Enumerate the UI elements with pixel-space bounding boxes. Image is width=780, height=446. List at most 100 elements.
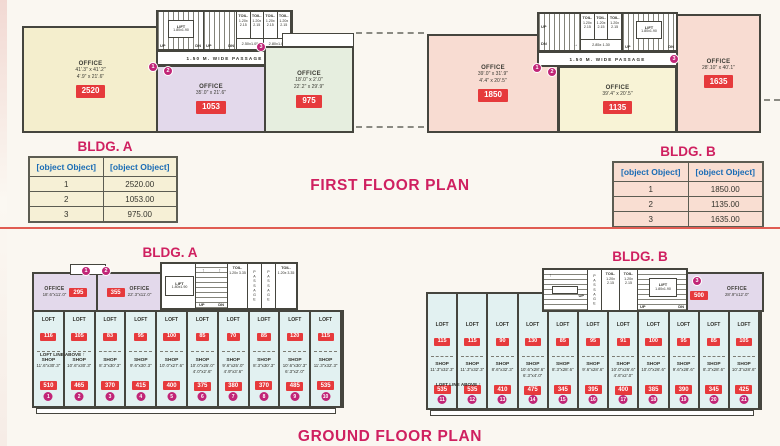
shop-group: SHOP 8'.6"x32'.3" 410	[488, 362, 516, 396]
area-badge: 1053	[196, 100, 226, 114]
table-header-cell: [object Object]	[102, 156, 178, 177]
loft-group: LOFT 85	[250, 317, 279, 342]
shop-area-badge: 425	[735, 385, 753, 395]
loft-area-badge: 100	[163, 332, 180, 341]
room-label: OFFICE	[297, 71, 321, 78]
loft-line	[581, 356, 605, 357]
room-dim: 28'.10" x 40'.1"	[702, 64, 735, 71]
up-label: UP	[640, 304, 646, 309]
first-floor-plan-title: FIRST FLOOR PLAN	[310, 177, 470, 194]
loft-area-badge: 116	[40, 332, 57, 341]
shop-area-badge: 400	[163, 381, 181, 391]
up-label: UP	[198, 302, 205, 307]
property-dash-top	[356, 32, 424, 34]
ffb-office-2: OFFICE 39'.4" x 20'.5" 1135	[558, 66, 677, 133]
loft-area-badge: 95	[677, 337, 691, 346]
room-dim: 22'.3"x11'.0"	[127, 292, 152, 298]
loft-line	[37, 351, 60, 352]
shop-label: SHOP	[103, 358, 117, 363]
loft-label: LOFT	[435, 322, 449, 328]
loft-area-badge: 70	[226, 332, 240, 341]
shop-dim: 6'.3"x2'.0"	[285, 368, 305, 374]
loft-line	[521, 356, 544, 357]
shop-dim: 4'.0"x2'.6"	[192, 368, 212, 374]
loft-label: LOFT	[677, 322, 691, 328]
loft-label: LOFT	[646, 322, 660, 328]
toilet-size: 1.20x 2.15	[582, 20, 592, 29]
bldg-b-sale-table: [object Object][object Object] 1 1850.00…	[612, 161, 764, 228]
ground-floor-plan-title: GROUND FLOOR PLAN	[297, 428, 483, 445]
shop-dim	[670, 373, 698, 378]
loft-group: LOFT 85	[188, 317, 217, 342]
shop-unit: LOFT 100 SHOP 10'.0"x26'.6" 385 18	[639, 294, 670, 408]
shop-unit: LOFT 105 SHOP 10'.3"x28'.6" 425 21	[729, 294, 761, 408]
shop-dim	[428, 373, 456, 378]
shop-dim: 8'.3"x30'.3"	[99, 363, 121, 368]
area-badge: 1850	[478, 88, 508, 102]
loft-area-badge: 83	[103, 332, 117, 341]
area-badge: 975	[296, 94, 322, 108]
shop-dim	[639, 373, 667, 378]
loft-group: LOFT 105	[65, 317, 94, 342]
shop-label: SHOP	[195, 358, 210, 363]
up-arrow-icon: ↑	[478, 382, 481, 388]
loft-label: LOFT	[226, 317, 240, 323]
shop-dim: 9'.6"x28'.6"	[672, 367, 695, 372]
lift-label: LIFT	[644, 24, 654, 30]
shop-dim: 10'.0"x26'.6"	[641, 367, 666, 372]
sale-area-cell: 1135.00	[687, 196, 764, 212]
loft-group: LOFT 115	[311, 317, 340, 342]
shop-label: SHOP	[616, 362, 631, 367]
table-header-cell: [object Object]	[687, 161, 764, 182]
office-no-cell: 1	[612, 181, 689, 197]
shop-unit: LOFT 95 SHOP 9'.6"x28'.6" 390 19	[669, 294, 700, 408]
shop-number: 18	[648, 395, 658, 404]
shop-number: 14	[528, 395, 538, 404]
shop-number: 20	[709, 395, 719, 404]
loft-group: LOFT 95	[579, 322, 607, 347]
loft-group: LOFT 95	[126, 317, 155, 342]
gfb-passage-vertical: PASSAGE	[588, 270, 602, 310]
shop-label: SHOP	[226, 358, 240, 363]
shop-unit: LOFT 105 SHOP 10'.6"x30'.3" 465 2	[64, 312, 96, 406]
shop-label: SHOP	[287, 358, 302, 363]
shop-unit: LOFT 95 SHOP 9'.6"x30'.3" 415 4	[126, 312, 158, 406]
gfb-core: UP ↑ PASSAGE TOIL. 1.20x 2.15 TOIL. 1.20…	[542, 268, 688, 312]
toilet-size: 1.20x 2.15	[610, 20, 620, 29]
shop-number: 21	[739, 395, 749, 404]
office-marker-3: 3	[692, 276, 702, 286]
shop-group: SHOP 8'.3"x30'.3" 370	[250, 358, 279, 392]
gfa-core: LIFT 1.80x1.90 UP DN ↑ ↑ TOIL. 1.20x 3.3…	[160, 262, 298, 310]
room-label: OFFICE	[129, 286, 150, 293]
shop-area-badge: 400	[614, 385, 632, 395]
shop-group: SHOP 11'.3"x32'.3" 535	[311, 358, 340, 392]
area-badge: 1135	[602, 101, 633, 115]
shop-dim	[157, 369, 186, 374]
shop-dim	[549, 373, 577, 378]
shop-number: 8	[259, 392, 269, 401]
gfb-stair-lift: LIFT 1.80x1.90 UP DN	[638, 270, 686, 310]
shop-area-badge: 485	[286, 381, 304, 391]
shop-dim: 9'.6"x28'.6"	[582, 367, 604, 372]
loft-label: LOFT	[134, 317, 148, 323]
shop-area-badge: 535	[433, 385, 451, 395]
loft-label: LOFT	[103, 317, 117, 323]
toilet-cell: TOIL. 1.20x 3.35	[276, 264, 296, 308]
shop-number: 17	[618, 395, 628, 404]
room-label: OFFICE	[199, 84, 223, 91]
shop-dim: 11'.3"x32'.3"	[460, 367, 485, 372]
loft-line	[461, 356, 484, 357]
shop-label: SHOP	[706, 362, 721, 367]
scan-edge	[0, 0, 7, 446]
office-marker-1: 1	[148, 62, 158, 72]
sale-area-cell: 1053.00	[102, 191, 178, 207]
loft-label: LOFT	[41, 317, 55, 323]
loft-group: LOFT 116	[34, 317, 63, 342]
dn-label: DN	[195, 43, 201, 48]
loft-group: LOFT 115	[428, 322, 456, 347]
loft-area-badge: 130	[524, 337, 541, 346]
bldg-a-title-first: BLDG. A	[77, 139, 133, 154]
room-dim: 22'.2" x 29'.9"	[293, 84, 325, 90]
shop-number: 6	[197, 392, 207, 401]
dn-label: DN	[668, 44, 674, 49]
